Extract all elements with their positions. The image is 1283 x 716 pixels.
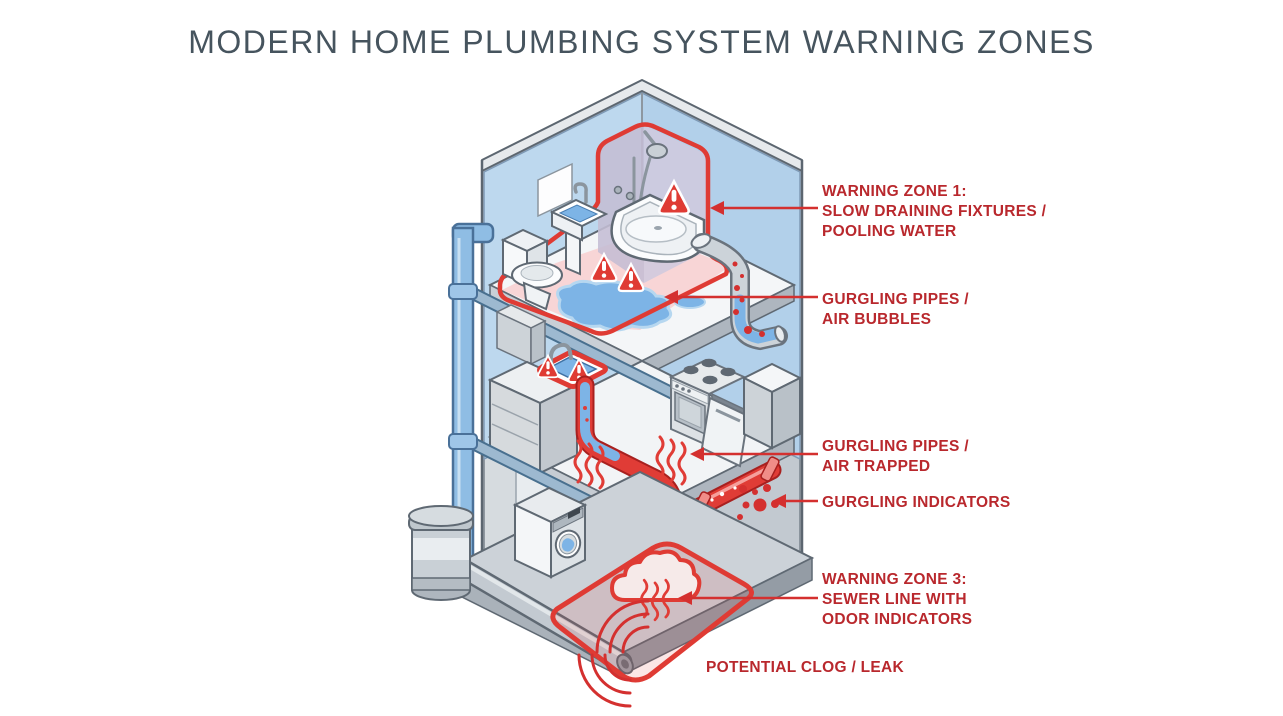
arrow-icon: [772, 494, 786, 508]
pipe-joint: [448, 283, 478, 300]
dishwasher: [700, 392, 750, 468]
arrow-icon: [710, 201, 724, 215]
stove-oven: [668, 358, 747, 448]
air-bubble-icon: [732, 261, 765, 337]
drain-pipe-diagonal-upper: [459, 283, 683, 402]
air-trapped-leader: [690, 447, 818, 461]
washing-machine: [512, 486, 588, 579]
arrow-icon: [690, 447, 704, 461]
callout-gurgling-indicators: GURGLING INDICATORS: [822, 494, 1011, 511]
mirror: [537, 162, 573, 218]
leak-sound-arcs-icon: [577, 599, 650, 708]
zone1-leader: [710, 201, 818, 215]
callout-gurgling-air-trapped: GURGLING PIPES / AIR TRAPPED: [822, 438, 969, 475]
callout-warning-zone-1: WARNING ZONE 1: SLOW DRAINING FIXTURES /…: [822, 183, 1047, 240]
warning-zone-3-outline: [550, 541, 754, 683]
callout-leaders: [664, 201, 818, 605]
stove-burners: [683, 358, 736, 385]
washer-display: [568, 507, 580, 519]
kitchen-counter-right: [741, 362, 803, 450]
arrow-icon: [664, 290, 678, 304]
gurgling-indicators-leader: [772, 494, 818, 508]
callout-warning-zone-3: WARNING ZONE 3: SEWER LINE WITH ODOR IND…: [822, 571, 973, 628]
sewer-pipe: [447, 555, 634, 675]
pedestal-sink: [549, 182, 609, 276]
air-bubbles-leader: [664, 290, 818, 304]
zone3-leader: [678, 591, 818, 605]
gurgling-bubbles: [737, 484, 779, 520]
toilet: [500, 228, 563, 311]
page-title: MODERN HOME PLUMBING SYSTEM WARNING ZONE…: [188, 24, 1095, 60]
bathroom-drain-pipe: [690, 233, 788, 351]
kitchen-wall-cabinet: [495, 304, 547, 366]
callout-gurgling-air-bubbles: GURGLING PIPES / AIR BUBBLES: [822, 291, 969, 328]
odor-cloud-icon: [610, 549, 702, 622]
washer-water: [561, 538, 575, 552]
dishwasher-open-door: [700, 396, 750, 468]
pipe-water: [580, 382, 620, 461]
arrow-icon: [678, 591, 692, 605]
pipe-joint: [448, 433, 478, 450]
water-tank: [408, 505, 474, 601]
callout-potential-clog-leak: POTENTIAL CLOG / LEAK: [706, 659, 905, 676]
pipe-collar: [760, 456, 780, 482]
sink-faucet: [548, 342, 573, 368]
